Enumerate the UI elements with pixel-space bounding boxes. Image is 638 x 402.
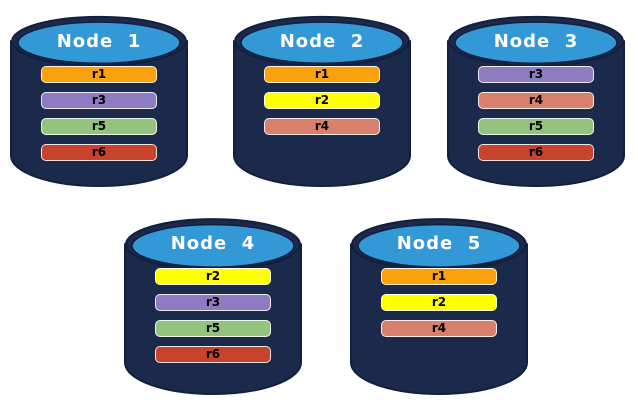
replica-bar-r4: r4 [264,118,380,135]
replica-bar-r3: r3 [41,92,157,109]
node-title: Node 3 [493,31,579,52]
replica-list: r1 r2 r4 [350,268,528,346]
replica-bar-r3: r3 [155,294,271,311]
replica-bar-r1: r1 [264,66,380,83]
replica-bar-r6: r6 [478,144,594,161]
node-title: Node 2 [279,31,365,52]
replica-bar-r2: r2 [381,294,497,311]
node-title: Node 5 [396,233,482,254]
node-title: Node 1 [56,31,142,52]
replica-list: r3 r4 r5 r6 [447,66,625,170]
replica-bar-r1: r1 [41,66,157,83]
replica-bar-r5: r5 [41,118,157,135]
node-title: Node 4 [170,233,256,254]
replica-bar-r6: r6 [155,346,271,363]
node-5: Node 5 r1 r2 r4 [350,210,528,396]
replica-bar-r5: r5 [478,118,594,135]
node-4: Node 4 r2 r3 r5 r6 [124,210,302,396]
replica-bar-r6: r6 [41,144,157,161]
replica-bar-r4: r4 [478,92,594,109]
replica-list: r1 r2 r4 [233,66,411,144]
node-3: Node 3 r3 r4 r5 r6 [447,8,625,188]
replica-bar-r5: r5 [155,320,271,337]
replica-bar-r4: r4 [381,320,497,337]
node-2: Node 2 r1 r2 r4 [233,8,411,188]
replica-list: r2 r3 r5 r6 [124,268,302,372]
replica-bar-r2: r2 [155,268,271,285]
replica-list: r1 r3 r5 r6 [10,66,188,170]
replica-bar-r2: r2 [264,92,380,109]
replica-bar-r3: r3 [478,66,594,83]
node-1: Node 1 r1 r3 r5 r6 [10,8,188,188]
replica-bar-r1: r1 [381,268,497,285]
